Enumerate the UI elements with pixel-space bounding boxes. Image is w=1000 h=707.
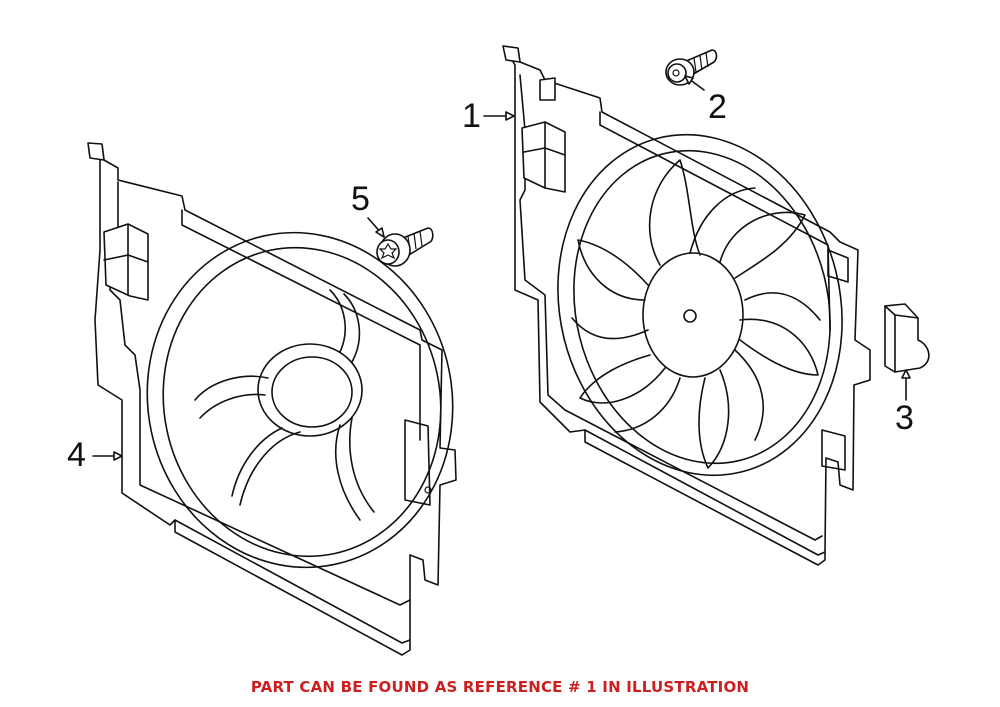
- callout-3: 3: [895, 399, 914, 437]
- callout-2: 2: [708, 88, 727, 126]
- leader-1: [483, 111, 515, 121]
- callout-4: 4: [67, 436, 86, 474]
- part-4-fan-shroud: [87, 142, 457, 656]
- part-3-clip: [884, 303, 930, 401]
- part-1-fan-assembly: [502, 45, 871, 566]
- part-5-torx-bolt: [367, 217, 434, 267]
- leader-4: [92, 451, 123, 461]
- reference-note: PART CAN BE FOUND AS REFERENCE # 1 IN IL…: [250, 678, 750, 696]
- callout-1: 1: [462, 97, 481, 135]
- callout-5: 5: [351, 180, 370, 218]
- part-2-bolt: [665, 49, 718, 91]
